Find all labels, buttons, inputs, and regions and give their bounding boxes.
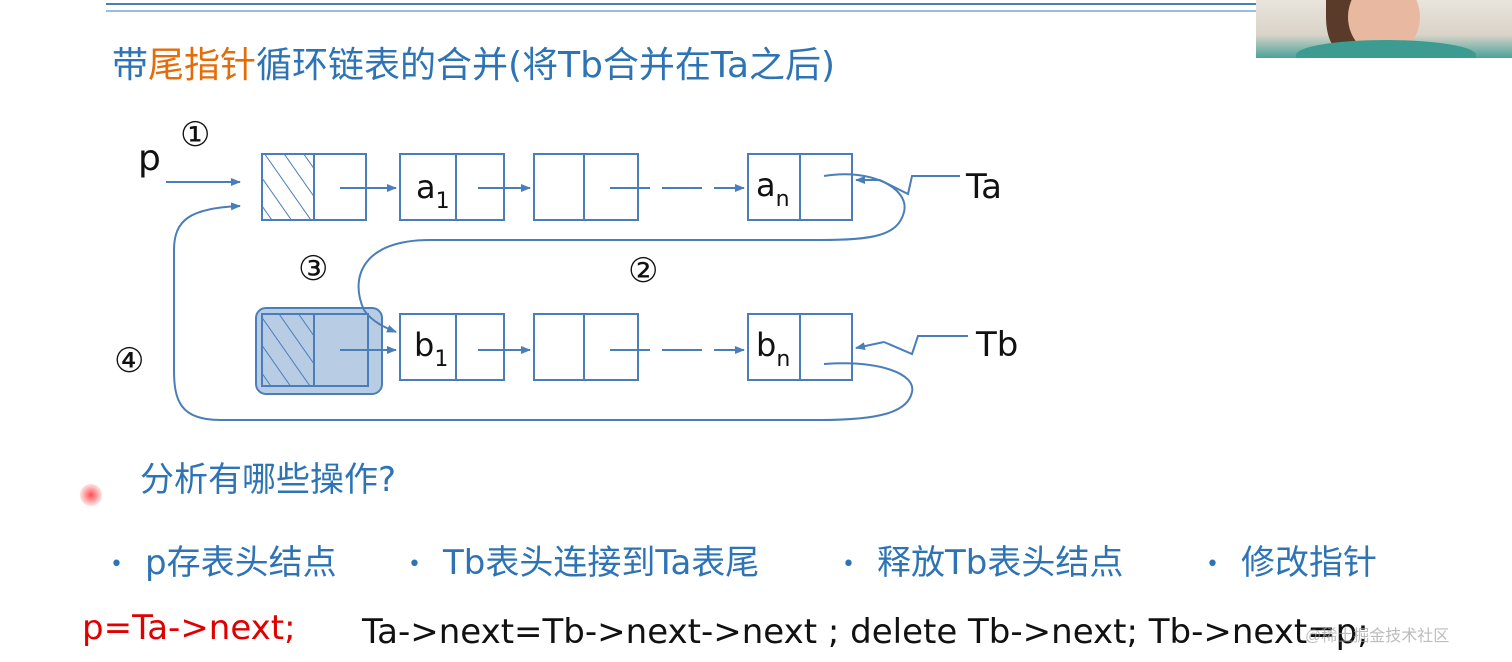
a1-base: a — [416, 168, 436, 206]
bn-base: b — [756, 326, 776, 364]
bullet-text-1: p存表头结点 — [144, 543, 337, 583]
tb-zigzag-pointer — [883, 335, 968, 356]
title-highlight: 尾指针 — [148, 45, 257, 86]
tb-node-b1 — [399, 313, 505, 381]
operations-list: •p存表头结点 •Tb表头连接到Ta表尾 •释放Tb表头结点 •修改指针 — [110, 535, 1450, 591]
red-pointer-dot — [80, 484, 102, 506]
tb-node-bn — [747, 313, 853, 381]
webcam-overlay — [1256, 0, 1512, 58]
b1-sub: 1 — [434, 347, 448, 372]
tb-pointer-arrow — [855, 341, 885, 351]
step-label-4: ④ — [114, 341, 144, 381]
slide-title: 带尾指针循环链表的合并(将Tb合并在Ta之后) — [112, 36, 835, 88]
b1-base: b — [414, 326, 434, 364]
code-line-red: p=Ta->next; — [82, 608, 296, 648]
tb-label: Tb — [975, 325, 1018, 365]
node-label-bn: bn — [756, 326, 790, 372]
bullet-text-2: Tb表头连接到Ta表尾 — [442, 543, 760, 583]
tb-node-mid — [533, 313, 639, 381]
title-suffix: 循环链表的合并(将Tb合并在Ta之后) — [256, 45, 836, 86]
an-base: a — [756, 166, 776, 204]
code-line-black: Ta->next=Tb->next->next ; delete Tb->nex… — [362, 612, 1369, 652]
top-rule — [106, 3, 1256, 12]
pointer-p-label: p — [138, 138, 161, 179]
node-label-a1: a1 — [416, 168, 450, 214]
webcam-shirt — [1296, 40, 1476, 58]
step-label-3: ③ — [298, 249, 328, 289]
analysis-question: 分析有哪些操作? — [140, 460, 397, 500]
a1-sub: 1 — [436, 189, 450, 214]
title-prefix: 带 — [112, 45, 149, 86]
ta-node-an — [747, 153, 853, 221]
link-bn-to-ta-head — [173, 202, 914, 421]
ta-label: Ta — [965, 167, 1002, 207]
bullet-text-3: 释放Tb表头结点 — [876, 543, 1124, 583]
bn-sub: n — [776, 347, 790, 372]
an-sub: n — [776, 187, 790, 212]
ta-zigzag-pointer — [879, 175, 960, 196]
bullet-item-2: •Tb表头连接到Ta表尾 — [408, 543, 760, 583]
bullet-item-4: •修改指针 — [1206, 543, 1377, 583]
bullet-item-1: •p存表头结点 — [110, 543, 337, 583]
watermark: @稀土掘金技术社区 — [1305, 628, 1450, 645]
node-label-an: an — [756, 166, 790, 212]
step-label-2: ② — [628, 251, 658, 291]
node-label-b1: b1 — [414, 326, 448, 372]
step-label-1: ① — [180, 115, 210, 155]
bullet-item-3: •释放Tb表头结点 — [842, 543, 1124, 583]
link-an-to-b1 — [357, 173, 906, 333]
bullet-text-4: 修改指针 — [1240, 543, 1377, 583]
